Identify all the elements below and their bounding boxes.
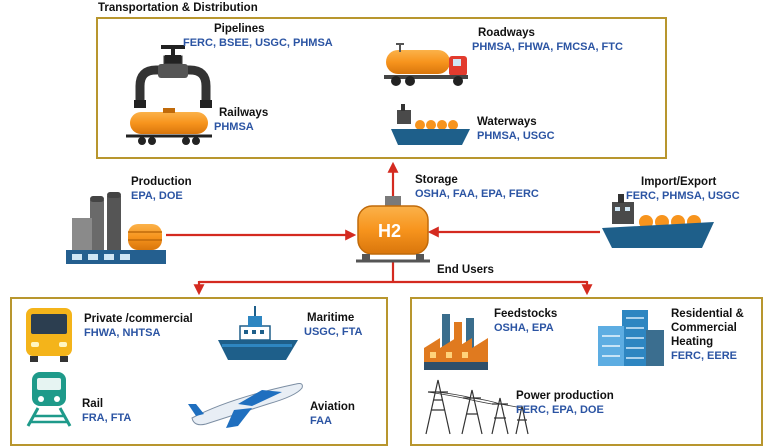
- flow-arrows: [166, 161, 600, 296]
- import-export-title: Import/Export: [641, 176, 717, 188]
- cargo-ship-icon: [391, 104, 470, 145]
- roadways-title: Roadways: [478, 27, 535, 39]
- feedstocks-title: Feedstocks: [494, 308, 558, 320]
- transmission-tower-icon: [425, 379, 529, 435]
- roadways-agencies: PHMSA, FHWA, FMCSA, FTC: [472, 41, 623, 53]
- residential-title-line3: Heating: [671, 336, 714, 348]
- h2-tank-label: H2: [378, 221, 402, 241]
- buildings-icon: [598, 310, 664, 366]
- power-production-agencies: FERC, EPA, DOE: [516, 404, 604, 416]
- end-users-label: End Users: [437, 264, 494, 276]
- aviation-title: Aviation: [310, 401, 355, 413]
- train-icon: [26, 372, 72, 427]
- factory-icon: [424, 314, 488, 370]
- transport-heading: Transportation & Distribution: [98, 2, 258, 14]
- power-production-title: Power production: [516, 390, 614, 402]
- hydrogen-tank-icon: [356, 196, 430, 263]
- production-title: Production: [131, 176, 192, 188]
- import-export-agencies: FERC, PHMSA, USGC: [626, 190, 740, 202]
- railways-title: Railways: [219, 107, 269, 119]
- residential-title-line1: Residential &: [671, 308, 744, 320]
- pipelines-agencies: FERC, BSEE, USGC, PHMSA: [183, 37, 333, 49]
- private-commercial-agencies: FHWA, NHTSA: [84, 327, 161, 339]
- tanker-ship-icon: [602, 194, 714, 248]
- bus-icon: [26, 308, 72, 362]
- rail-agencies: FRA, FTA: [82, 412, 132, 424]
- users-right-box: [410, 297, 763, 446]
- rail-title: Rail: [82, 398, 104, 410]
- feedstocks-agencies: OSHA, EPA: [494, 322, 554, 334]
- residential-agencies: FERC, EERE: [671, 350, 738, 362]
- transport-box: [96, 17, 667, 159]
- private-commercial-title: Private /commercial: [84, 313, 193, 325]
- waterways-agencies: PHMSA, USGC: [477, 130, 555, 142]
- residential-title-line2: Commercial: [671, 322, 737, 334]
- pipelines-title: Pipelines: [214, 23, 265, 35]
- pipeline-valve-icon: [134, 45, 212, 108]
- industrial-plant-icon: [66, 192, 166, 264]
- production-agencies: EPA, DOE: [131, 190, 183, 202]
- storage-agencies: OSHA, FAA, EPA, FERC: [415, 188, 539, 200]
- aviation-agencies: FAA: [310, 415, 332, 427]
- maritime-agencies: USGC, FTA: [304, 326, 363, 338]
- maritime-title: Maritime: [307, 312, 355, 324]
- storage-title: Storage: [415, 174, 458, 186]
- waterways-title: Waterways: [477, 116, 537, 128]
- tanker-truck-icon: [384, 43, 468, 86]
- railways-agencies: PHMSA: [214, 121, 254, 133]
- rail-tank-car-icon: [126, 108, 212, 145]
- ship-icon: [218, 306, 298, 360]
- users-left-box: [10, 297, 388, 446]
- airplane-icon: [188, 383, 303, 428]
